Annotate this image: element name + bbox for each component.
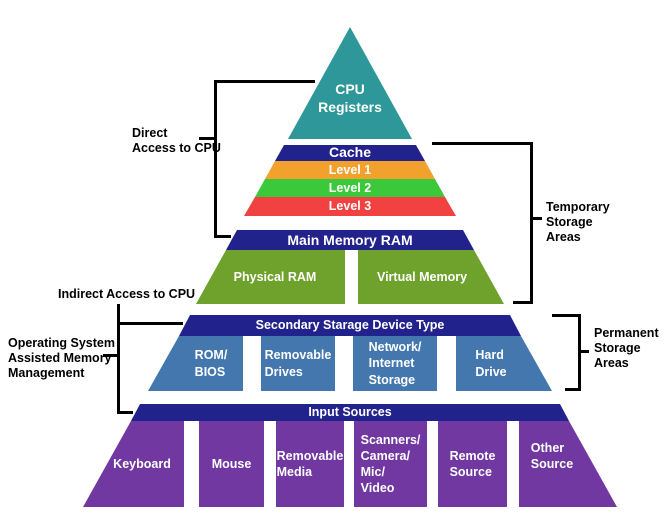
cache-level2-label: Level 2: [328, 180, 372, 195]
rom-bios-label: ROM/ BIOS: [194, 348, 228, 379]
permanent-bracket-vertical: [578, 314, 581, 391]
permanent-bracket-top-leg: [552, 314, 581, 317]
input-separator-1: [184, 421, 199, 507]
direct-access-label: Direct Access to CPU: [132, 126, 221, 155]
temporary-label-tick: [533, 217, 542, 220]
input-separator-2: [264, 421, 276, 507]
scanners-camera-mic-video-label: Scanners/ Camera/ Mic/ Video: [360, 432, 421, 496]
secondary-separator-1: [243, 336, 261, 391]
removable-media-label: Removable Media: [276, 448, 344, 479]
main-memory-header-label: Main Memory RAM: [287, 231, 413, 248]
permanent-bracket-bottom-leg: [565, 388, 581, 391]
cache-header-label: Cache: [328, 143, 372, 160]
secondary-separator-2: [335, 336, 353, 391]
remote-source-label: Remote Source: [449, 448, 496, 479]
indirect-bracket-bottom-leg: [117, 411, 133, 414]
cache-level3-label: Level 3: [328, 199, 372, 214]
permanent-label-tick: [581, 350, 589, 353]
temporary-bracket-top-leg: [432, 142, 533, 145]
network-internet-storage-label: Network/ Internet Storage: [368, 340, 422, 387]
virtual-memory-label: Virtual Memory: [376, 269, 468, 284]
physical-ram-label: Physical RAM: [233, 269, 317, 284]
indirect-bracket-mid-leg: [117, 322, 183, 325]
indirect-bracket-vertical: [117, 304, 120, 414]
input-sources-header-label: Input Sources: [308, 405, 392, 420]
cpu-registers-label: CPU Registers: [318, 80, 382, 115]
indirect-access-label: Indirect Access to CPU: [58, 287, 196, 301]
input-separator-5: [507, 421, 519, 507]
direct-bracket-bottom-leg: [214, 235, 231, 238]
os-assisted-label: Operating System Assisted Memory Managem…: [8, 336, 115, 380]
secondary-storage-header-label: Secondary Starage Device Type: [255, 318, 445, 333]
temporary-bracket-bottom-leg: [513, 301, 533, 304]
removable-drives-label: Removable Drives: [264, 348, 332, 379]
os-label-tick: [103, 354, 117, 357]
keyboard-label: Keyboard: [113, 456, 171, 471]
direct-bracket-top-leg: [214, 80, 315, 83]
mouse-label: Mouse: [211, 456, 252, 471]
hard-drive-label: Hard Drive: [475, 348, 507, 379]
permanent-storage-label: Permanent Storage Areas: [594, 326, 659, 370]
temporary-storage-label: Temporary Storage Areas: [546, 200, 610, 244]
direct-bracket-label-tick: [199, 137, 214, 140]
main-memory-separator: [345, 250, 358, 304]
other-source-label: Other Source: [530, 440, 574, 471]
input-separator-4: [427, 421, 438, 507]
secondary-separator-3: [437, 336, 456, 391]
cache-level1-label: Level 1: [328, 162, 372, 177]
temporary-bracket-vertical: [530, 142, 533, 304]
input-separator-3: [344, 421, 354, 507]
direct-bracket-vertical: [214, 80, 217, 238]
